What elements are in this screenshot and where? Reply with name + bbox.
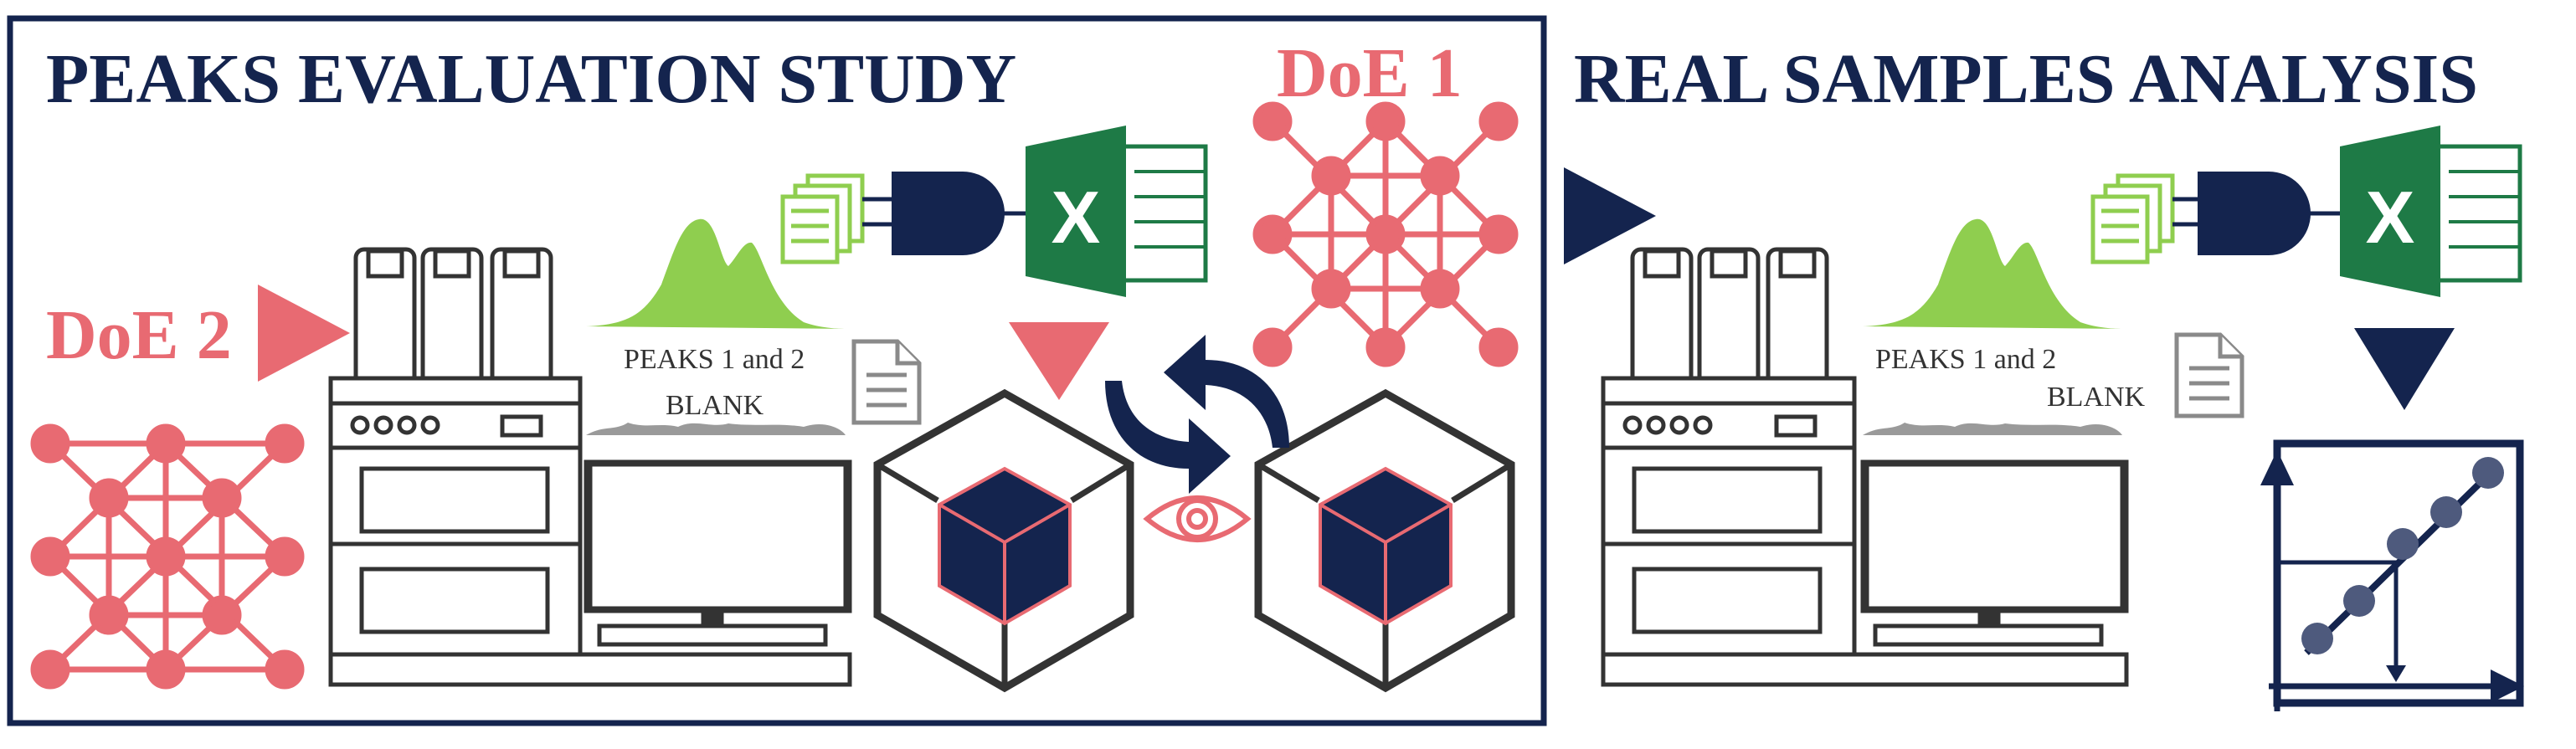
document-icon-right	[2174, 332, 2244, 418]
svg-text:X: X	[2366, 176, 2415, 259]
peaks-label-right: PEAKS 1 and 2	[1875, 344, 2056, 375]
blank-label: BLANK	[666, 390, 764, 421]
doe2-network-icon	[30, 423, 305, 690]
down-arrow-icon	[2354, 328, 2455, 410]
document-stack-icon	[780, 173, 865, 264]
doe1-network-icon	[1252, 101, 1519, 367]
plug-icon-right	[2172, 172, 2340, 255]
document-stack-icon-right	[2090, 173, 2175, 264]
blank-label-right: BLANK	[2047, 382, 2146, 413]
computer-monitor-icon	[584, 459, 852, 647]
refresh-arrows-icon	[1105, 335, 1289, 494]
transition-arrow-icon	[1564, 167, 1656, 264]
eye-icon	[1143, 495, 1252, 542]
doe1-arrow-icon	[1009, 322, 1109, 400]
chromatogram-icon	[586, 218, 850, 435]
plug-icon	[862, 172, 1026, 255]
excel-icon: X	[1026, 126, 1208, 297]
calibration-plot-icon	[2260, 439, 2524, 711]
left-panel-frame	[7, 15, 1547, 726]
doe2-arrow-icon	[258, 285, 350, 382]
document-icon	[851, 339, 922, 425]
svg-text:X: X	[1051, 176, 1101, 259]
chromatogram-icon-right	[1863, 218, 2126, 435]
box-icon-2	[1254, 388, 1515, 693]
right-panel-title: REAL SAMPLES ANALYSIS	[1574, 40, 2478, 118]
box-icon	[873, 388, 1134, 693]
peaks-label: PEAKS 1 and 2	[624, 344, 805, 375]
doe2-label: DoE 2	[46, 296, 232, 374]
doe1-label: DoE 1	[1277, 34, 1463, 112]
hplc-instrument-icon	[328, 247, 852, 687]
left-panel-title: PEAKS EVALUATION STUDY	[46, 40, 1016, 118]
excel-icon-right: X	[2340, 126, 2522, 297]
computer-monitor-icon-right	[1860, 459, 2129, 647]
hplc-instrument-icon-right	[1601, 247, 2129, 687]
